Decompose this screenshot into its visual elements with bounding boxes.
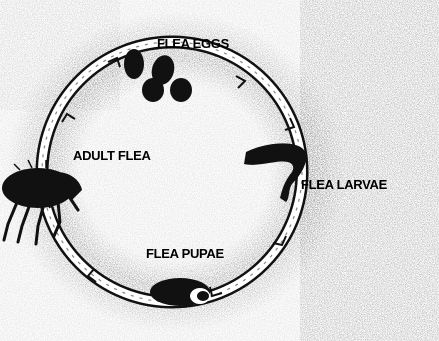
flea-pupae-label: FLEA PUPAE	[146, 247, 224, 260]
flea-pupa-illustration	[150, 278, 210, 306]
adult-flea-label: ADULT FLEA	[73, 149, 151, 162]
flea-eggs-label: FLEA EGGS	[157, 37, 229, 50]
flea-larvae-label: FLEA LARVAE	[301, 178, 387, 191]
